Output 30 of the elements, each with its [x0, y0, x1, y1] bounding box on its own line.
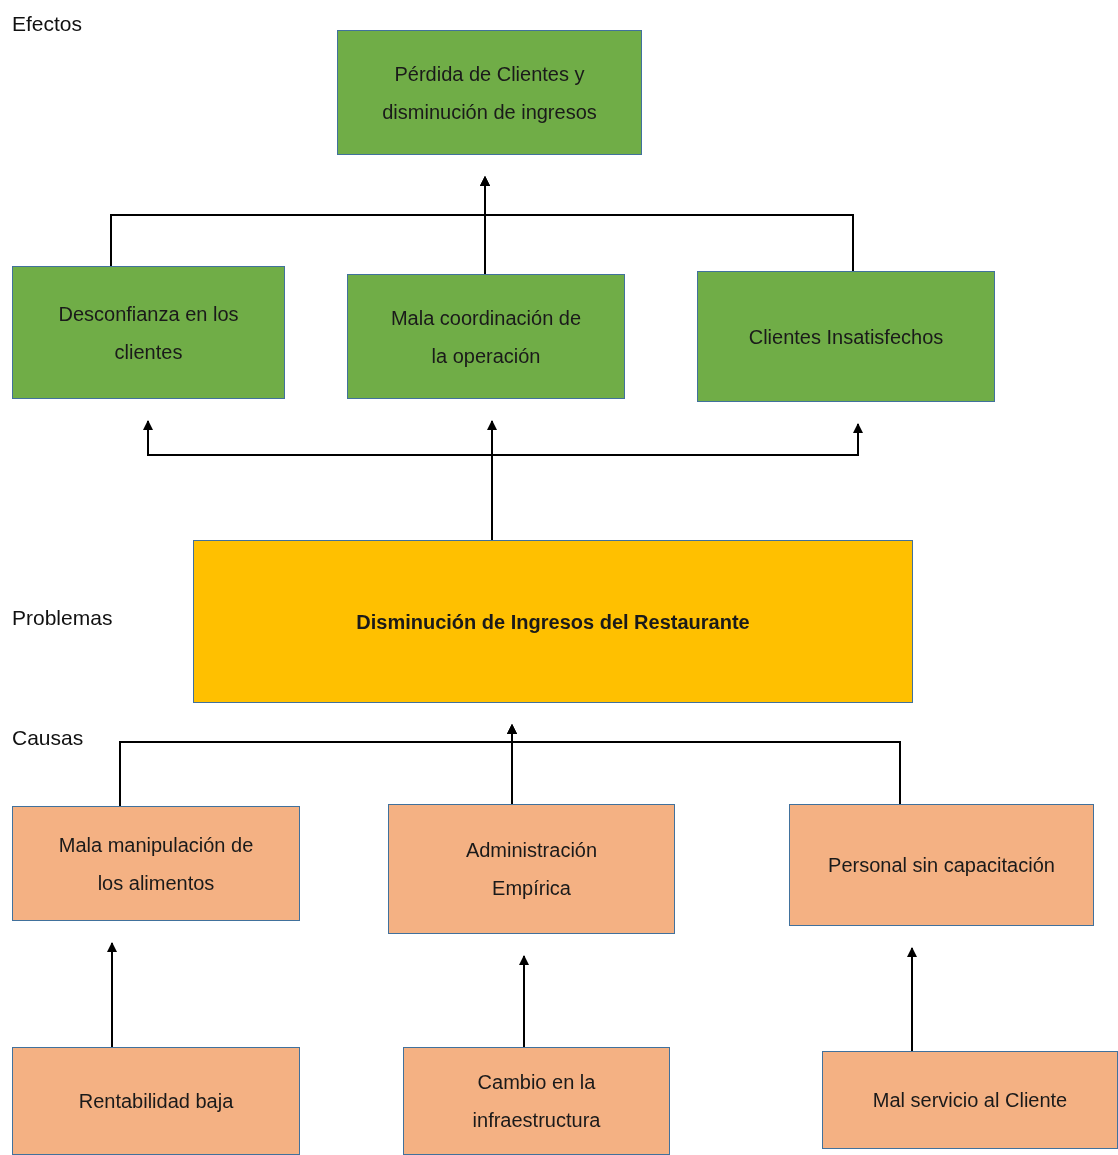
node-text: Disminución de Ingresos del Restaurante	[356, 609, 750, 635]
node-text: Mala manipulación de los alimentos	[57, 832, 255, 896]
node-text: Pérdida de Clientes y disminución de ingresos	[381, 61, 598, 125]
effect-box	[697, 271, 995, 402]
section-label: Efectos	[12, 12, 83, 36]
node-text: Personal sin capacitación	[828, 853, 1055, 878]
arrow	[107, 942, 117, 1048]
section-label: Causas	[12, 726, 84, 750]
arrow	[480, 176, 854, 272]
cause-box	[12, 806, 300, 921]
cause-box	[403, 1047, 670, 1155]
node-text: Administración Empírica	[464, 838, 599, 901]
node-text: Rentabilidad baja	[78, 1089, 234, 1114]
node-text: Cambio en la infraestructura	[471, 1070, 602, 1133]
cause-box	[822, 1051, 1118, 1149]
node-text: Mala coordinación de la operación	[389, 305, 583, 369]
section-label: Problemas	[12, 606, 113, 630]
effect-box	[347, 274, 625, 399]
arrow	[507, 724, 901, 805]
cause-box	[388, 804, 675, 934]
cause-box	[12, 1047, 300, 1155]
node-text: Desconfianza en los clientes	[57, 301, 240, 365]
arrow	[519, 955, 529, 1048]
arrow	[907, 947, 917, 1052]
node-text: Clientes Insatisfechos	[748, 324, 944, 350]
cause-box	[789, 804, 1094, 926]
problem-box	[193, 540, 913, 703]
effect-box	[337, 30, 642, 155]
node-text: Mal servicio al Cliente	[872, 1088, 1068, 1113]
effect-box	[12, 266, 285, 399]
